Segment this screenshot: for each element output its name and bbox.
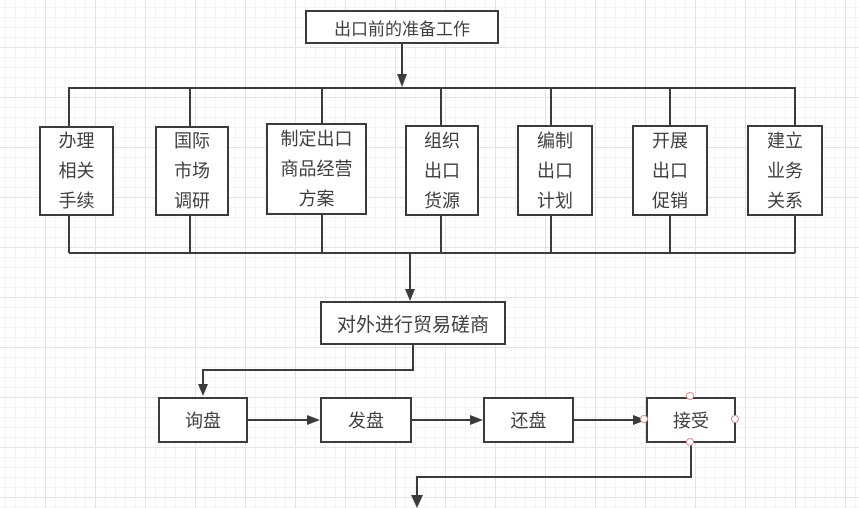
connector-counter-to-accept[interactable] — [573, 415, 646, 425]
arrowhead-right — [470, 415, 483, 425]
arrowhead-down — [411, 495, 423, 508]
node-export-preparation[interactable]: 出口前的准备工作 — [305, 10, 499, 44]
node-trade-negotiation[interactable]: 对外进行贸易磋商 — [320, 301, 506, 345]
node-label: 对外进行贸易磋商 — [336, 314, 489, 336]
node-counter-offer[interactable]: 还盘 — [483, 397, 574, 443]
arrowhead-down — [397, 74, 407, 87]
connector-line — [68, 214, 796, 254]
connector-inquiry-to-offer[interactable] — [248, 415, 320, 425]
node-label: 国际 市场 调研 — [174, 131, 210, 211]
arrowhead-right — [633, 415, 646, 425]
node-label: 开展 出口 促销 — [652, 130, 688, 211]
arrowhead-down — [198, 384, 208, 396]
connector-negotiation-to-inquiry[interactable] — [198, 345, 414, 396]
node-label: 建立 业务 关系 — [767, 130, 803, 211]
node-inquiry[interactable]: 询盘 — [158, 397, 248, 443]
node-market-research[interactable]: 国际 市场 调研 — [155, 126, 229, 216]
connector-offer-to-counter[interactable] — [412, 415, 483, 425]
connector-line — [68, 87, 796, 126]
node-accept[interactable]: 接受 — [646, 397, 736, 443]
node-export-plan[interactable]: 编制 出口 计划 — [517, 125, 593, 216]
connector-prep-to-bus[interactable] — [397, 44, 407, 87]
arrowhead-down — [405, 289, 415, 301]
node-label: 组织 出口 货源 — [424, 130, 460, 211]
node-export-business-plan[interactable]: 制定出口 商品经营 方案 — [266, 123, 367, 215]
connector-accept-down[interactable] — [411, 443, 692, 508]
node-handle-formalities[interactable]: 办理 相关 手续 — [39, 126, 114, 216]
node-label: 还盘 — [510, 411, 547, 431]
node-export-promotion[interactable]: 开展 出口 促销 — [632, 125, 708, 216]
connection-handle-left[interactable] — [640, 415, 648, 423]
node-label: 编制 出口 计划 — [537, 130, 573, 211]
connector-line — [416, 443, 692, 495]
node-offer[interactable]: 发盘 — [320, 397, 412, 443]
connection-handle-bottom[interactable] — [686, 438, 694, 446]
node-business-relations[interactable]: 建立 业务 关系 — [747, 125, 823, 216]
connection-handle-right[interactable] — [731, 415, 739, 423]
connector-line — [202, 345, 414, 384]
connector-top-bus[interactable] — [68, 87, 796, 126]
connection-handle-top[interactable] — [686, 392, 694, 400]
connector-bottom-bus[interactable] — [68, 214, 796, 254]
node-label: 接受 — [673, 411, 709, 431]
node-label: 办理 相关 手续 — [58, 131, 95, 211]
node-label: 发盘 — [348, 411, 384, 431]
node-label: 询盘 — [185, 411, 221, 431]
connector-bus-to-negotiation[interactable] — [405, 254, 415, 301]
node-label: 出口前的准备工作 — [334, 19, 470, 39]
node-organize-supply[interactable]: 组织 出口 货源 — [405, 125, 479, 216]
node-label: 制定出口 商品经营 方案 — [280, 129, 353, 209]
arrowhead-right — [307, 415, 320, 425]
